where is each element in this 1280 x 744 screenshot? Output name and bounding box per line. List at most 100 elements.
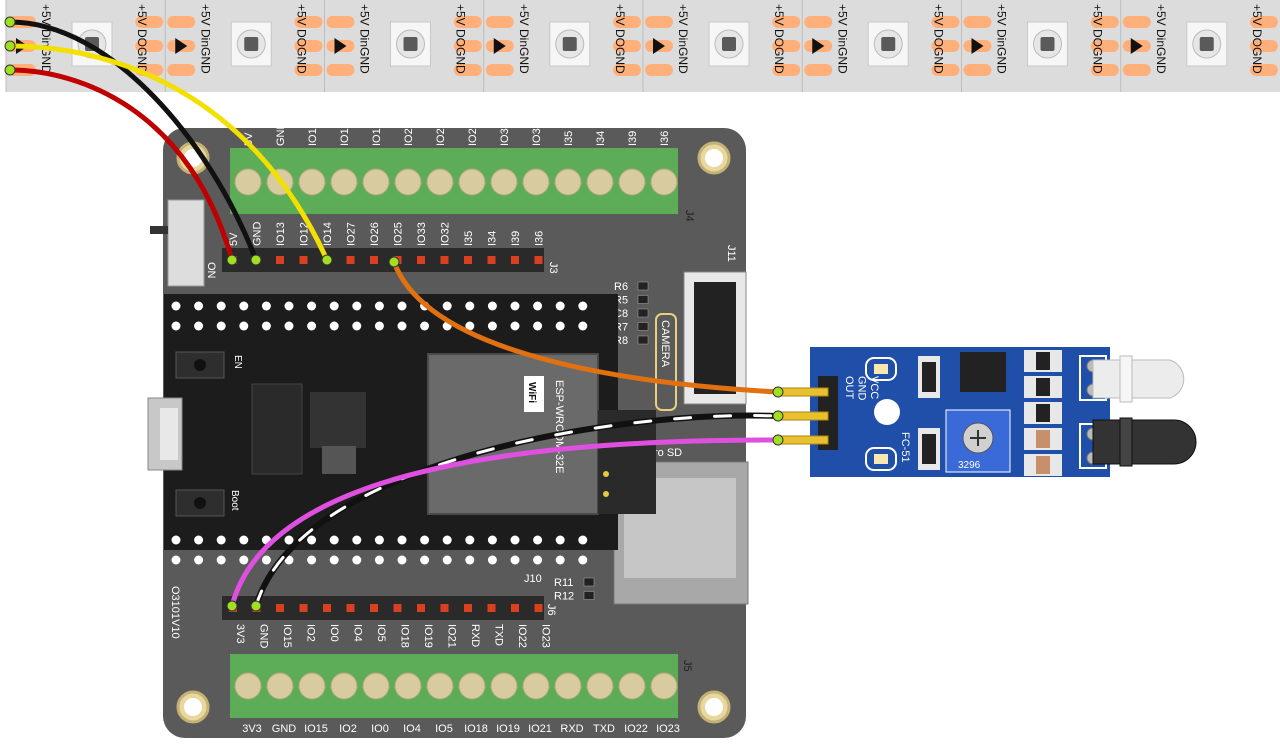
terminal-screw[interactable]	[650, 168, 678, 196]
power-switch[interactable]	[167, 199, 205, 287]
terminal-pin-label: IO15	[304, 723, 328, 735]
header-pin-label: IO18	[399, 624, 411, 648]
board-version-label: O3101V10	[169, 586, 181, 639]
terminal-screw[interactable]	[586, 672, 614, 700]
header-pin[interactable]	[487, 604, 496, 612]
header-pin[interactable]	[464, 604, 472, 612]
terminal-screw[interactable]	[394, 168, 422, 196]
ir-emitter-led	[1092, 359, 1185, 399]
header-pin[interactable]	[370, 256, 378, 264]
header-pin[interactable]	[534, 604, 543, 612]
en-button[interactable]	[175, 351, 225, 379]
terminal-screw[interactable]	[554, 672, 582, 700]
sensor-pin[interactable]	[777, 387, 829, 397]
terminal-screw[interactable]	[234, 168, 262, 196]
header-pin[interactable]	[440, 256, 449, 264]
led-segment: +5V DinGND+5V DOGND	[324, 0, 482, 92]
terminal-pin-label: IO22	[624, 723, 648, 735]
terminal-screw[interactable]	[586, 168, 614, 196]
terminal-screw[interactable]	[426, 168, 454, 196]
en-button-label: EN	[232, 355, 243, 369]
terminal-screw[interactable]	[650, 672, 678, 700]
strip-label-input: +5V DinGND	[358, 4, 372, 74]
terminal-pin-label: RXD	[560, 723, 583, 735]
terminal-screw[interactable]	[362, 168, 390, 196]
terminal-screw[interactable]	[362, 672, 390, 700]
header-pin[interactable]	[276, 604, 284, 612]
terminal-screw[interactable]	[394, 672, 422, 700]
sensor-pin[interactable]	[777, 435, 829, 445]
header-pin[interactable]	[323, 604, 331, 612]
header-pin-label: 5V	[228, 232, 240, 246]
header-pin[interactable]	[440, 604, 449, 612]
strip-label-input: +5V DinGND	[1154, 4, 1168, 74]
top-header-connector-label: J3	[547, 262, 559, 274]
header-pin[interactable]	[346, 256, 355, 264]
terminal-screw[interactable]	[298, 672, 326, 700]
terminal-screw[interactable]	[490, 672, 518, 700]
header-pin-label: I36	[534, 231, 546, 246]
terminal-screw[interactable]	[458, 168, 486, 196]
top-header	[222, 248, 544, 272]
direction-arrow-icon	[1130, 38, 1143, 54]
terminal-screw[interactable]	[458, 672, 486, 700]
header-pin-label: IO5	[375, 624, 387, 642]
terminal-screw[interactable]	[490, 168, 518, 196]
terminal-pin-label: IO21	[528, 723, 552, 735]
terminal-screw[interactable]	[426, 672, 454, 700]
terminal-screw[interactable]	[618, 672, 646, 700]
terminal-screw[interactable]	[234, 672, 262, 700]
header-pin[interactable]	[346, 604, 355, 612]
terminal-screw[interactable]	[554, 168, 582, 196]
header-pin[interactable]	[417, 604, 425, 612]
strip-label-output: +5V DOGND	[931, 4, 945, 74]
led-segment: +5V DinGND+5V DOGND	[1120, 0, 1278, 92]
terminal-pin-label: IO18	[464, 723, 488, 735]
strip-label-output: +5V DOGND	[772, 4, 786, 74]
terminal-pin-label: IO2	[339, 723, 357, 735]
sensor-mount-hole	[874, 399, 900, 425]
header-pin[interactable]	[464, 256, 472, 264]
terminal-screw[interactable]	[618, 168, 646, 196]
camera-label: CAMERA	[659, 320, 671, 368]
usb-uart-chip	[251, 383, 303, 475]
micro-sd-label: ro SD	[654, 447, 682, 459]
header-pin[interactable]	[487, 256, 496, 264]
terminal-pin-label: 3V3	[242, 723, 262, 735]
terminal-screw[interactable]	[522, 168, 550, 196]
terminal-screw[interactable]	[330, 168, 358, 196]
header-pin-label: IO19	[422, 624, 434, 648]
header-pin-label: IO4	[352, 624, 364, 642]
wires	[4, 16, 784, 612]
sensor-pin-label: GND	[856, 376, 868, 401]
terminal-screw[interactable]	[330, 672, 358, 700]
top-terminal-connector-label: J4	[683, 210, 695, 222]
terminal-pin-label: I36	[659, 131, 671, 146]
header-pin-label: GND	[258, 624, 270, 649]
terminal-pin-label: IO19	[496, 723, 520, 735]
strip-label-output: +5V DOGND	[294, 4, 308, 74]
terminal-screw[interactable]	[298, 168, 326, 196]
direction-arrow-icon	[493, 38, 506, 54]
header-pin[interactable]	[511, 256, 519, 264]
j10-label: J10	[524, 573, 542, 585]
header-pin[interactable]	[299, 604, 308, 612]
terminal-screw[interactable]	[266, 672, 294, 700]
strip-label-output: +5V DOGND	[613, 4, 627, 74]
header-pin[interactable]	[370, 604, 378, 612]
terminal-pin-label: IO12	[339, 122, 351, 146]
sensor-pin[interactable]	[777, 411, 829, 421]
terminal-screw[interactable]	[522, 672, 550, 700]
header-pin[interactable]	[511, 604, 519, 612]
direction-arrow-icon	[653, 38, 665, 54]
header-pin[interactable]	[276, 256, 284, 264]
module-label: ESP-WROOM-32E	[553, 380, 565, 474]
header-pin[interactable]	[299, 256, 308, 264]
direction-arrow-icon	[334, 38, 347, 54]
header-pin[interactable]	[534, 256, 543, 264]
header-pin[interactable]	[417, 256, 425, 264]
header-pin[interactable]	[393, 604, 402, 612]
